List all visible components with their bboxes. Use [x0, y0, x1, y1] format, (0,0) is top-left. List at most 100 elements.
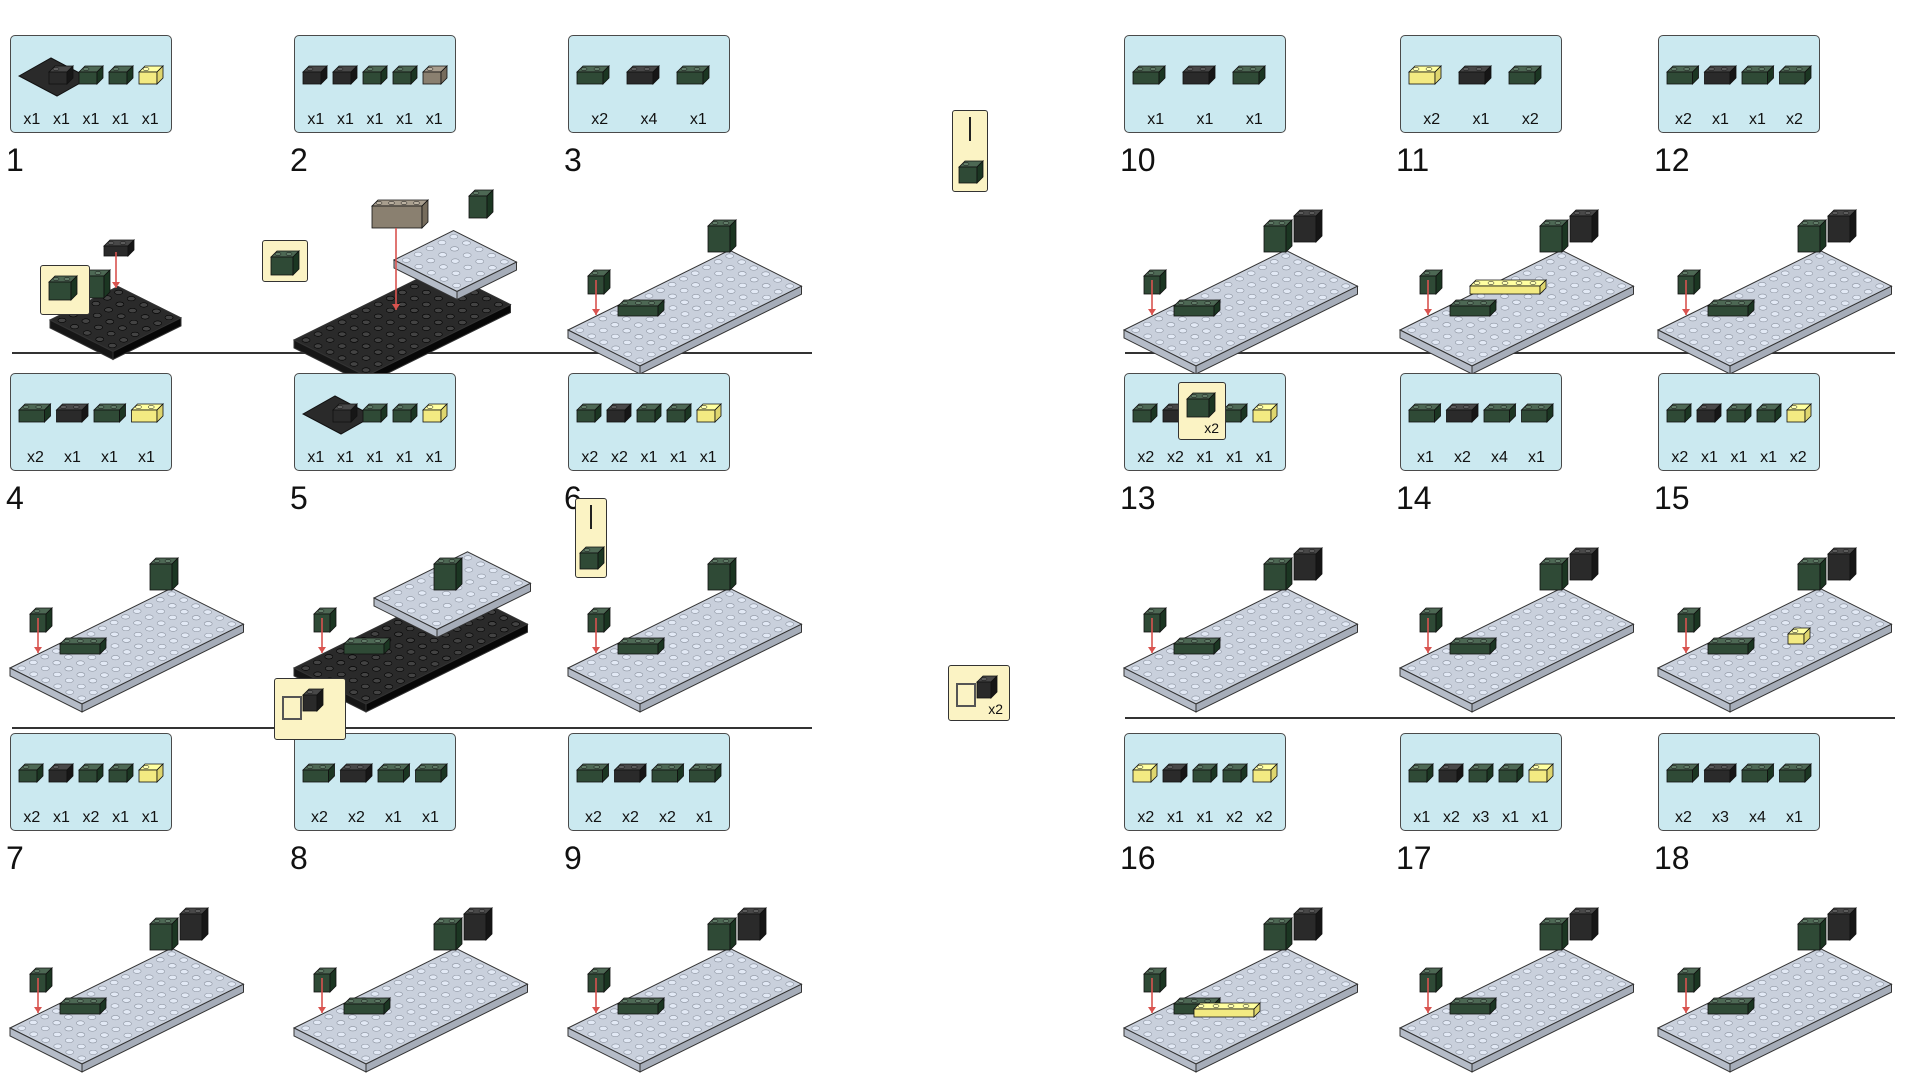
- placement-arrow: [592, 618, 600, 653]
- model-illustration: [1122, 547, 1359, 713]
- sub-assembly-callout: x2: [948, 665, 1010, 721]
- sub-assembly-callout: x2: [1178, 382, 1226, 440]
- dark-green-brick-icon: [1293, 209, 1323, 243]
- part-quantity: x1: [307, 111, 325, 128]
- part-quantity: x4: [1491, 449, 1508, 466]
- placement-arrow: [1424, 618, 1432, 653]
- part-quantity: x2: [1454, 449, 1471, 466]
- step-number: 9: [564, 840, 582, 876]
- dark-green-brick-icon: [1677, 607, 1701, 633]
- part-quantity: x1: [1147, 111, 1165, 128]
- dark-green-brick-icon: [696, 403, 722, 423]
- parts-illustration: [1408, 763, 1554, 783]
- dark-green-brick-icon: [1797, 917, 1827, 951]
- dark-green-brick-icon: [422, 65, 448, 85]
- yellow-round-icon: [1193, 1002, 1261, 1018]
- placement-arrow: [592, 978, 600, 1013]
- parts-illustration: [302, 763, 448, 783]
- sub-assembly-callout: [575, 498, 607, 578]
- part-quantity: x1: [1528, 449, 1545, 466]
- part-quantity: x2: [622, 809, 639, 826]
- dark-green-brick-icon: [707, 219, 737, 253]
- model-illustration: [1398, 547, 1635, 713]
- dark-green-brick-icon: [108, 65, 134, 85]
- callout-illustration: [282, 688, 324, 720]
- sub-assembly-callout: [952, 110, 988, 192]
- dark-green-brick-icon: [392, 403, 418, 423]
- dark-green-brick-icon: [1143, 967, 1167, 993]
- part-quantity: x1: [1730, 449, 1748, 466]
- part-quantity: x1: [141, 809, 159, 826]
- model-illustration: [1656, 907, 1893, 1073]
- part-quantity: x3: [1712, 809, 1729, 826]
- dark-green-brick-icon: [149, 557, 179, 591]
- placement-arrow: [392, 228, 400, 310]
- part-quantity: x1: [141, 111, 159, 128]
- dark-green-brick-icon: [422, 403, 448, 423]
- step-number: 15: [1654, 480, 1690, 516]
- part-quantity: x2: [1137, 809, 1155, 826]
- dark-green-brick-icon: [1143, 269, 1167, 295]
- part-quantity: x1: [1760, 449, 1778, 466]
- callout-illustration: [579, 505, 605, 570]
- part-quantity: x1: [52, 111, 70, 128]
- dark-green-brick-icon: [1786, 403, 1812, 423]
- part-quantity: x1: [425, 449, 443, 466]
- dark-green-brick-icon: [1539, 557, 1569, 591]
- part-quantity: x1: [689, 111, 707, 128]
- part-quantity: x1: [385, 809, 402, 826]
- callout-quantity: x2: [1204, 420, 1219, 436]
- part-quantity: x1: [336, 449, 354, 466]
- placement-arrow: [1148, 618, 1156, 653]
- parts-illustration: [1132, 763, 1278, 783]
- dark-green-brick-icon: [1827, 209, 1857, 243]
- parts-illustration: [1666, 403, 1812, 423]
- part-quantity: x1: [23, 111, 41, 128]
- dark-green-brick-icon: [958, 160, 984, 184]
- dark-green-brick-icon: [1192, 763, 1218, 783]
- placement-arrow: [318, 978, 326, 1013]
- dark-green-brick-icon: [377, 763, 411, 783]
- dark-green-brick-icon: [1222, 403, 1248, 423]
- grey-baseplate: [372, 551, 532, 639]
- part-quantity: x2: [585, 809, 602, 826]
- part-quantity: x1: [52, 809, 70, 826]
- dark-green-brick-icon: [1186, 392, 1216, 418]
- dark-green-brick-icon: [1696, 403, 1722, 423]
- dark-green-brick-icon: [1778, 763, 1812, 783]
- dark-green-brick-icon: [55, 403, 89, 423]
- dark-green-brick-icon: [1182, 65, 1216, 85]
- dark-green-brick-icon: [617, 299, 665, 317]
- step-number: 10: [1120, 142, 1156, 178]
- step-number: 8: [290, 840, 308, 876]
- parts-illustration: [576, 763, 722, 783]
- step-number: 14: [1396, 480, 1432, 516]
- part-quantity: x1: [422, 809, 439, 826]
- dark-green-brick-icon: [48, 65, 74, 85]
- dark-green-brick-icon: [1666, 403, 1692, 423]
- model-illustration: [1122, 209, 1359, 375]
- dark-green-brick-icon: [138, 763, 164, 783]
- black-plate-icon: [302, 688, 324, 712]
- dark-green-brick-icon: [1419, 607, 1443, 633]
- dark-green-brick-icon: [130, 403, 164, 423]
- grey-baseplate: [566, 947, 803, 1073]
- dark-green-brick-icon: [579, 546, 605, 570]
- part-quantity: x1: [1226, 449, 1244, 466]
- part-quantity: x1: [696, 809, 713, 826]
- dark-green-brick-icon: [362, 65, 388, 85]
